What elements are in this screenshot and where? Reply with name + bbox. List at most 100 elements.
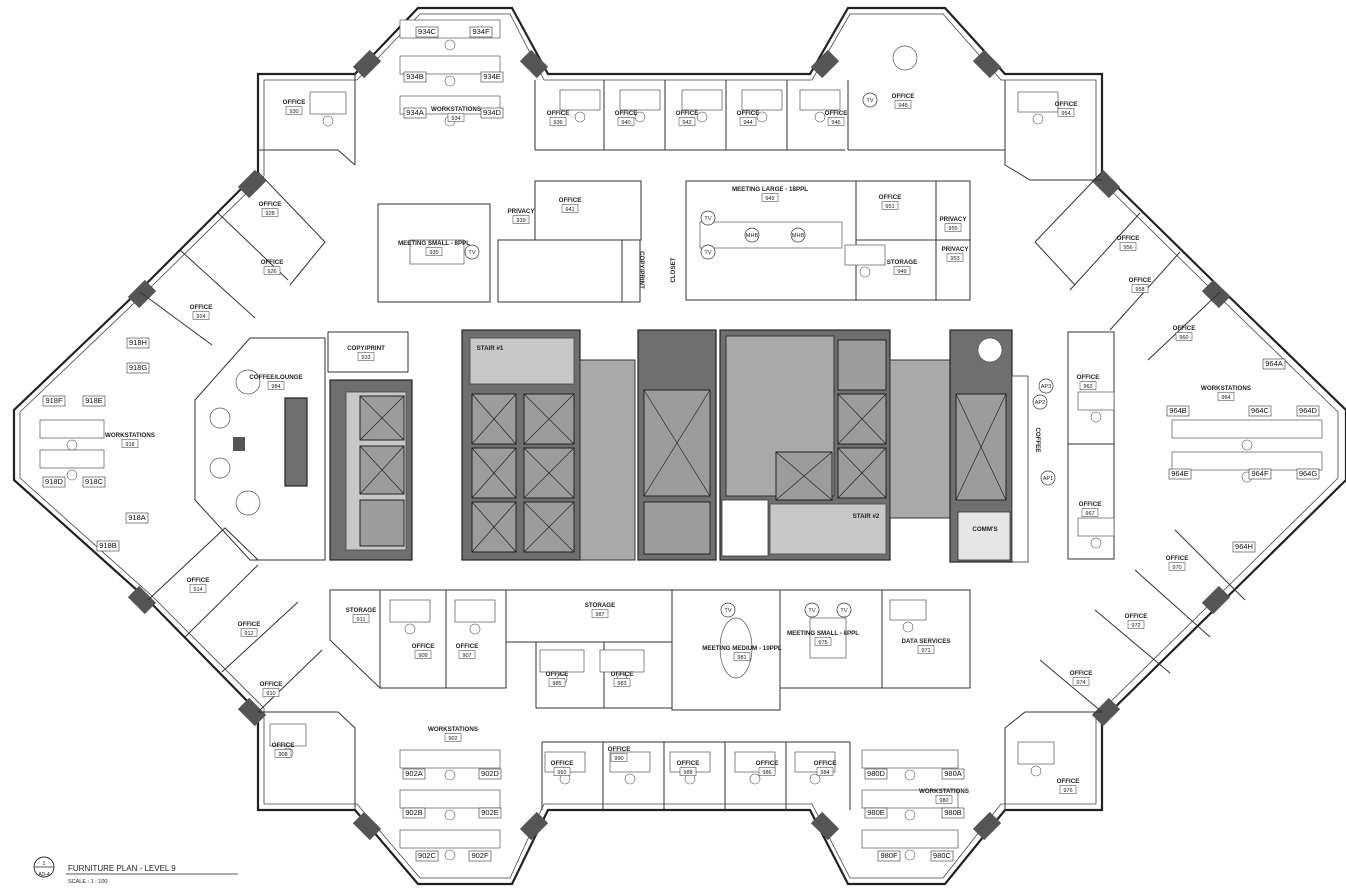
room-number-box — [1217, 392, 1235, 401]
room-number-box — [444, 733, 462, 742]
room-number: 914 — [193, 587, 202, 593]
room-number: 960 — [1179, 335, 1188, 341]
desk — [1171, 451, 1323, 471]
chair — [444, 39, 456, 51]
room-number: 984 — [271, 384, 280, 390]
chair — [469, 623, 481, 635]
room-number-box — [357, 352, 375, 361]
room-number-box — [285, 106, 303, 115]
workstation-tag: 980C — [933, 851, 952, 860]
room-label: OFFICE — [187, 577, 210, 584]
workstation-tag-box — [1248, 468, 1272, 480]
chair — [756, 111, 768, 123]
workstation-tag-box — [877, 850, 901, 862]
room-label: OFFICE — [1117, 235, 1140, 242]
room-number-box — [262, 688, 280, 697]
workstation-tag-box — [96, 540, 120, 552]
room-label: OFFICE — [1070, 670, 1093, 677]
room-number: 971 — [921, 648, 930, 654]
room-number-box — [1072, 677, 1090, 686]
room-number: 958 — [1135, 287, 1144, 293]
room-number-box — [935, 795, 953, 804]
chair — [696, 111, 708, 123]
workstation-tag: 918A — [128, 513, 146, 522]
room-number: 926 — [267, 269, 276, 275]
room-number-box — [761, 193, 779, 202]
room-number-box — [553, 767, 571, 776]
workstation-tag: 980E — [867, 808, 885, 817]
workstation-tag-box — [941, 807, 965, 819]
closet-label: CLOSET — [670, 257, 677, 282]
room-number-box — [827, 117, 845, 126]
workstation-tag-box — [42, 476, 66, 488]
desk — [39, 449, 105, 469]
tv-symbol: TV — [704, 216, 711, 222]
ap3-symbol: AP3 — [1041, 384, 1052, 390]
tv-symbol: TV — [704, 250, 711, 256]
workstation-tag-box — [415, 850, 439, 862]
room-number: 933 — [361, 355, 370, 361]
sheet-number: A9-4 — [38, 872, 50, 878]
desk — [1171, 419, 1323, 439]
room-number-box — [447, 113, 465, 122]
room-label: OFFICE — [1077, 374, 1100, 381]
desk — [39, 419, 105, 439]
room-number-box — [561, 204, 579, 213]
room-number-box — [121, 439, 139, 448]
room-label: OFFICE — [272, 742, 295, 749]
ap1-symbol: AP1 — [1043, 476, 1054, 482]
workstation-tag: 918B — [99, 541, 117, 550]
room-number-box — [458, 650, 476, 659]
room-label: OFFICE — [892, 93, 915, 100]
room-label: OFFICE — [825, 110, 848, 117]
workstation-tag-box — [1232, 541, 1256, 553]
desk — [539, 649, 585, 673]
desk — [861, 829, 959, 849]
room-number: 909 — [418, 653, 427, 659]
room-label: OFFICE — [261, 259, 284, 266]
room-label: OFFICE — [283, 99, 306, 106]
workstation-tag: 934C — [418, 27, 437, 36]
room-label: OFFICE — [1055, 101, 1078, 108]
room-number-box — [548, 678, 566, 687]
workstation-tag: 934F — [472, 27, 490, 36]
room-number: 940 — [621, 120, 630, 126]
desk — [399, 749, 501, 769]
room-number: 964 — [1221, 395, 1230, 401]
desk — [844, 244, 886, 266]
workstation-tag-box — [403, 71, 427, 83]
room-number: 954 — [1061, 111, 1070, 117]
desk — [559, 89, 601, 111]
workstation-tag-box — [1262, 358, 1286, 370]
room-number: 946 — [831, 120, 840, 126]
room-number: 928 — [265, 211, 274, 217]
chair — [624, 773, 636, 785]
room-number-box — [1057, 108, 1075, 117]
room-number-box — [425, 247, 443, 256]
room-label: OFFICE — [879, 194, 902, 201]
room-number: 910 — [266, 691, 275, 697]
room-label: STORAGE — [585, 602, 615, 609]
room-label: PRIVACY — [941, 246, 969, 253]
workstation-tag: 934D — [483, 108, 502, 117]
workstation-tag: 918F — [45, 396, 63, 405]
workstation-tag: 964A — [1265, 359, 1283, 368]
room-number-box — [758, 767, 776, 776]
chair — [66, 469, 78, 481]
room-number: 902 — [448, 736, 457, 742]
room-number: 974 — [1076, 680, 1085, 686]
workstation-tag-box — [403, 107, 427, 119]
room-number-box — [617, 117, 635, 126]
workstation-tag: 918E — [85, 396, 103, 405]
room-label: MEETING LARGE - 18PPL — [732, 186, 808, 193]
chair — [404, 623, 416, 635]
room-number: 975 — [818, 640, 827, 646]
room-number: 963 — [1083, 384, 1092, 390]
chair — [859, 266, 871, 278]
workstation-tag-box — [930, 850, 954, 862]
workstation-tag: 902F — [471, 851, 489, 860]
room-number: 987 — [595, 612, 604, 618]
mhb-symbol: MHB — [746, 233, 759, 239]
desk — [389, 599, 431, 623]
workstation-tag-box — [480, 71, 504, 83]
